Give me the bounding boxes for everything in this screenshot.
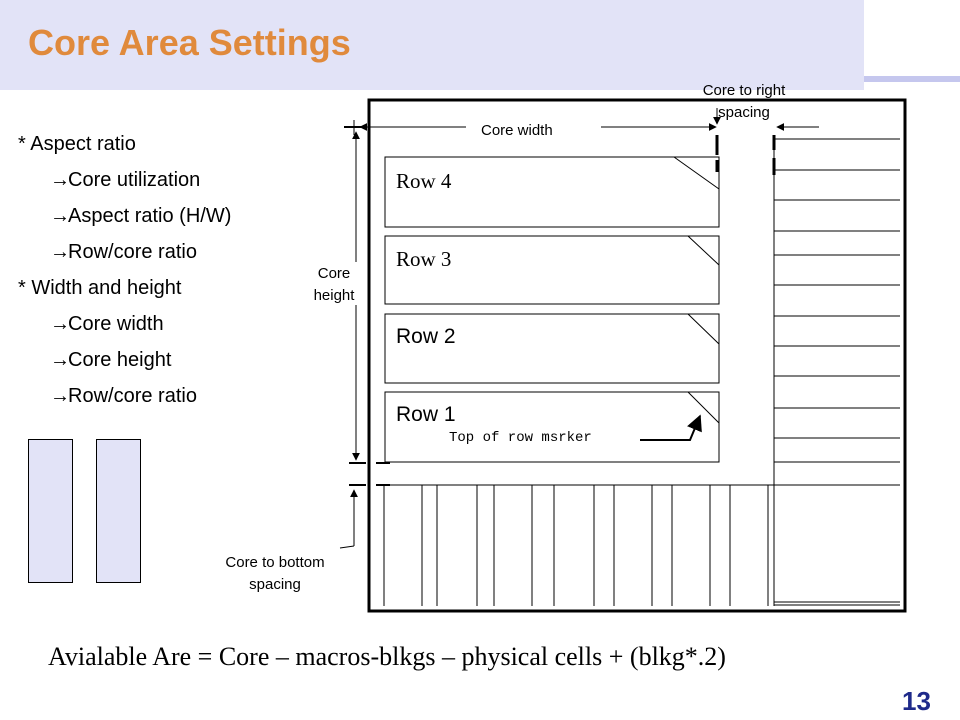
bullet-aspect-ratio-hw: →Aspect ratio (H/W): [18, 200, 318, 236]
core-width-label: Core width: [481, 122, 553, 139]
core-bottom-spacing-dimension: [339, 484, 390, 549]
row-1: Row 1 Top of row msrker: [384, 391, 720, 463]
core-bottom-spacing-label-2: spacing: [249, 576, 301, 593]
bullet-text: Aspect ratio (H/W): [68, 205, 232, 227]
bullet-marker: *: [18, 277, 32, 299]
row-4: Row 4: [384, 156, 720, 228]
bullet-row-core-ratio-2: →Row/core ratio: [18, 380, 318, 416]
bullet-text: Row/core ratio: [68, 385, 197, 407]
bullet-core-height: →Core height: [18, 344, 318, 380]
macro-block-left: [28, 439, 73, 583]
die-outline: [367, 98, 907, 613]
arrow-right-icon: →: [50, 313, 70, 335]
core-height-label-1: Core: [318, 265, 351, 282]
core-height-dimension: [349, 131, 390, 464]
title-accent-bar: [864, 76, 960, 82]
bullet-aspect-ratio: * Aspect ratio: [18, 128, 318, 164]
bullet-text: Row/core ratio: [68, 241, 197, 263]
arrow-right-icon: →: [50, 349, 70, 371]
row-1-label: Row 1: [396, 403, 456, 426]
available-area-formula: Avialable Are = Core – macros-blkgs – ph…: [48, 642, 726, 671]
bullet-marker: *: [18, 133, 31, 155]
bullet-text: Aspect ratio: [30, 133, 136, 155]
row-2: Row 2: [384, 313, 720, 384]
bullet-text: Core utilization: [68, 169, 201, 191]
bullet-list: * Aspect ratio →Core utilization →Aspect…: [18, 128, 318, 416]
core-height-label-2: height: [314, 287, 356, 304]
row-3-label: Row 3: [396, 247, 451, 271]
row-2-label: Row 2: [396, 325, 456, 348]
bullet-text: Core width: [68, 313, 164, 335]
arrow-right-icon: →: [50, 169, 70, 191]
core-width-dimension: [344, 120, 717, 135]
core-right-spacing-dimension: [713, 108, 819, 175]
arrow-right-icon: →: [50, 241, 70, 263]
page-number: 13: [902, 686, 931, 716]
title-band: [0, 0, 864, 90]
slide-title: Core Area Settings: [28, 22, 351, 63]
row-4-label: Row 4: [396, 169, 452, 193]
bottom-cell-row: [383, 484, 900, 606]
core-right-spacing-label-1: Core to right: [703, 82, 786, 99]
core-right-spacing-label-2: spacing: [718, 104, 770, 121]
bullet-row-core-ratio: →Row/core ratio: [18, 236, 318, 272]
arrow-right-icon: →: [50, 385, 70, 407]
bullet-core-width: →Core width: [18, 308, 318, 344]
macro-block-right: [96, 439, 141, 583]
bullet-text: Core height: [68, 349, 172, 371]
bullet-text: Width and height: [31, 277, 182, 299]
bullet-width-and-height: * Width and height: [18, 272, 318, 308]
row-3: Row 3: [384, 235, 720, 305]
core-bottom-spacing-label-1: Core to bottom: [225, 554, 324, 571]
right-cell-lines: [773, 138, 900, 606]
bullet-core-utilization: →Core utilization: [18, 164, 318, 200]
row-marker-label: Top of row msrker: [449, 430, 592, 446]
arrow-right-icon: →: [50, 205, 70, 227]
